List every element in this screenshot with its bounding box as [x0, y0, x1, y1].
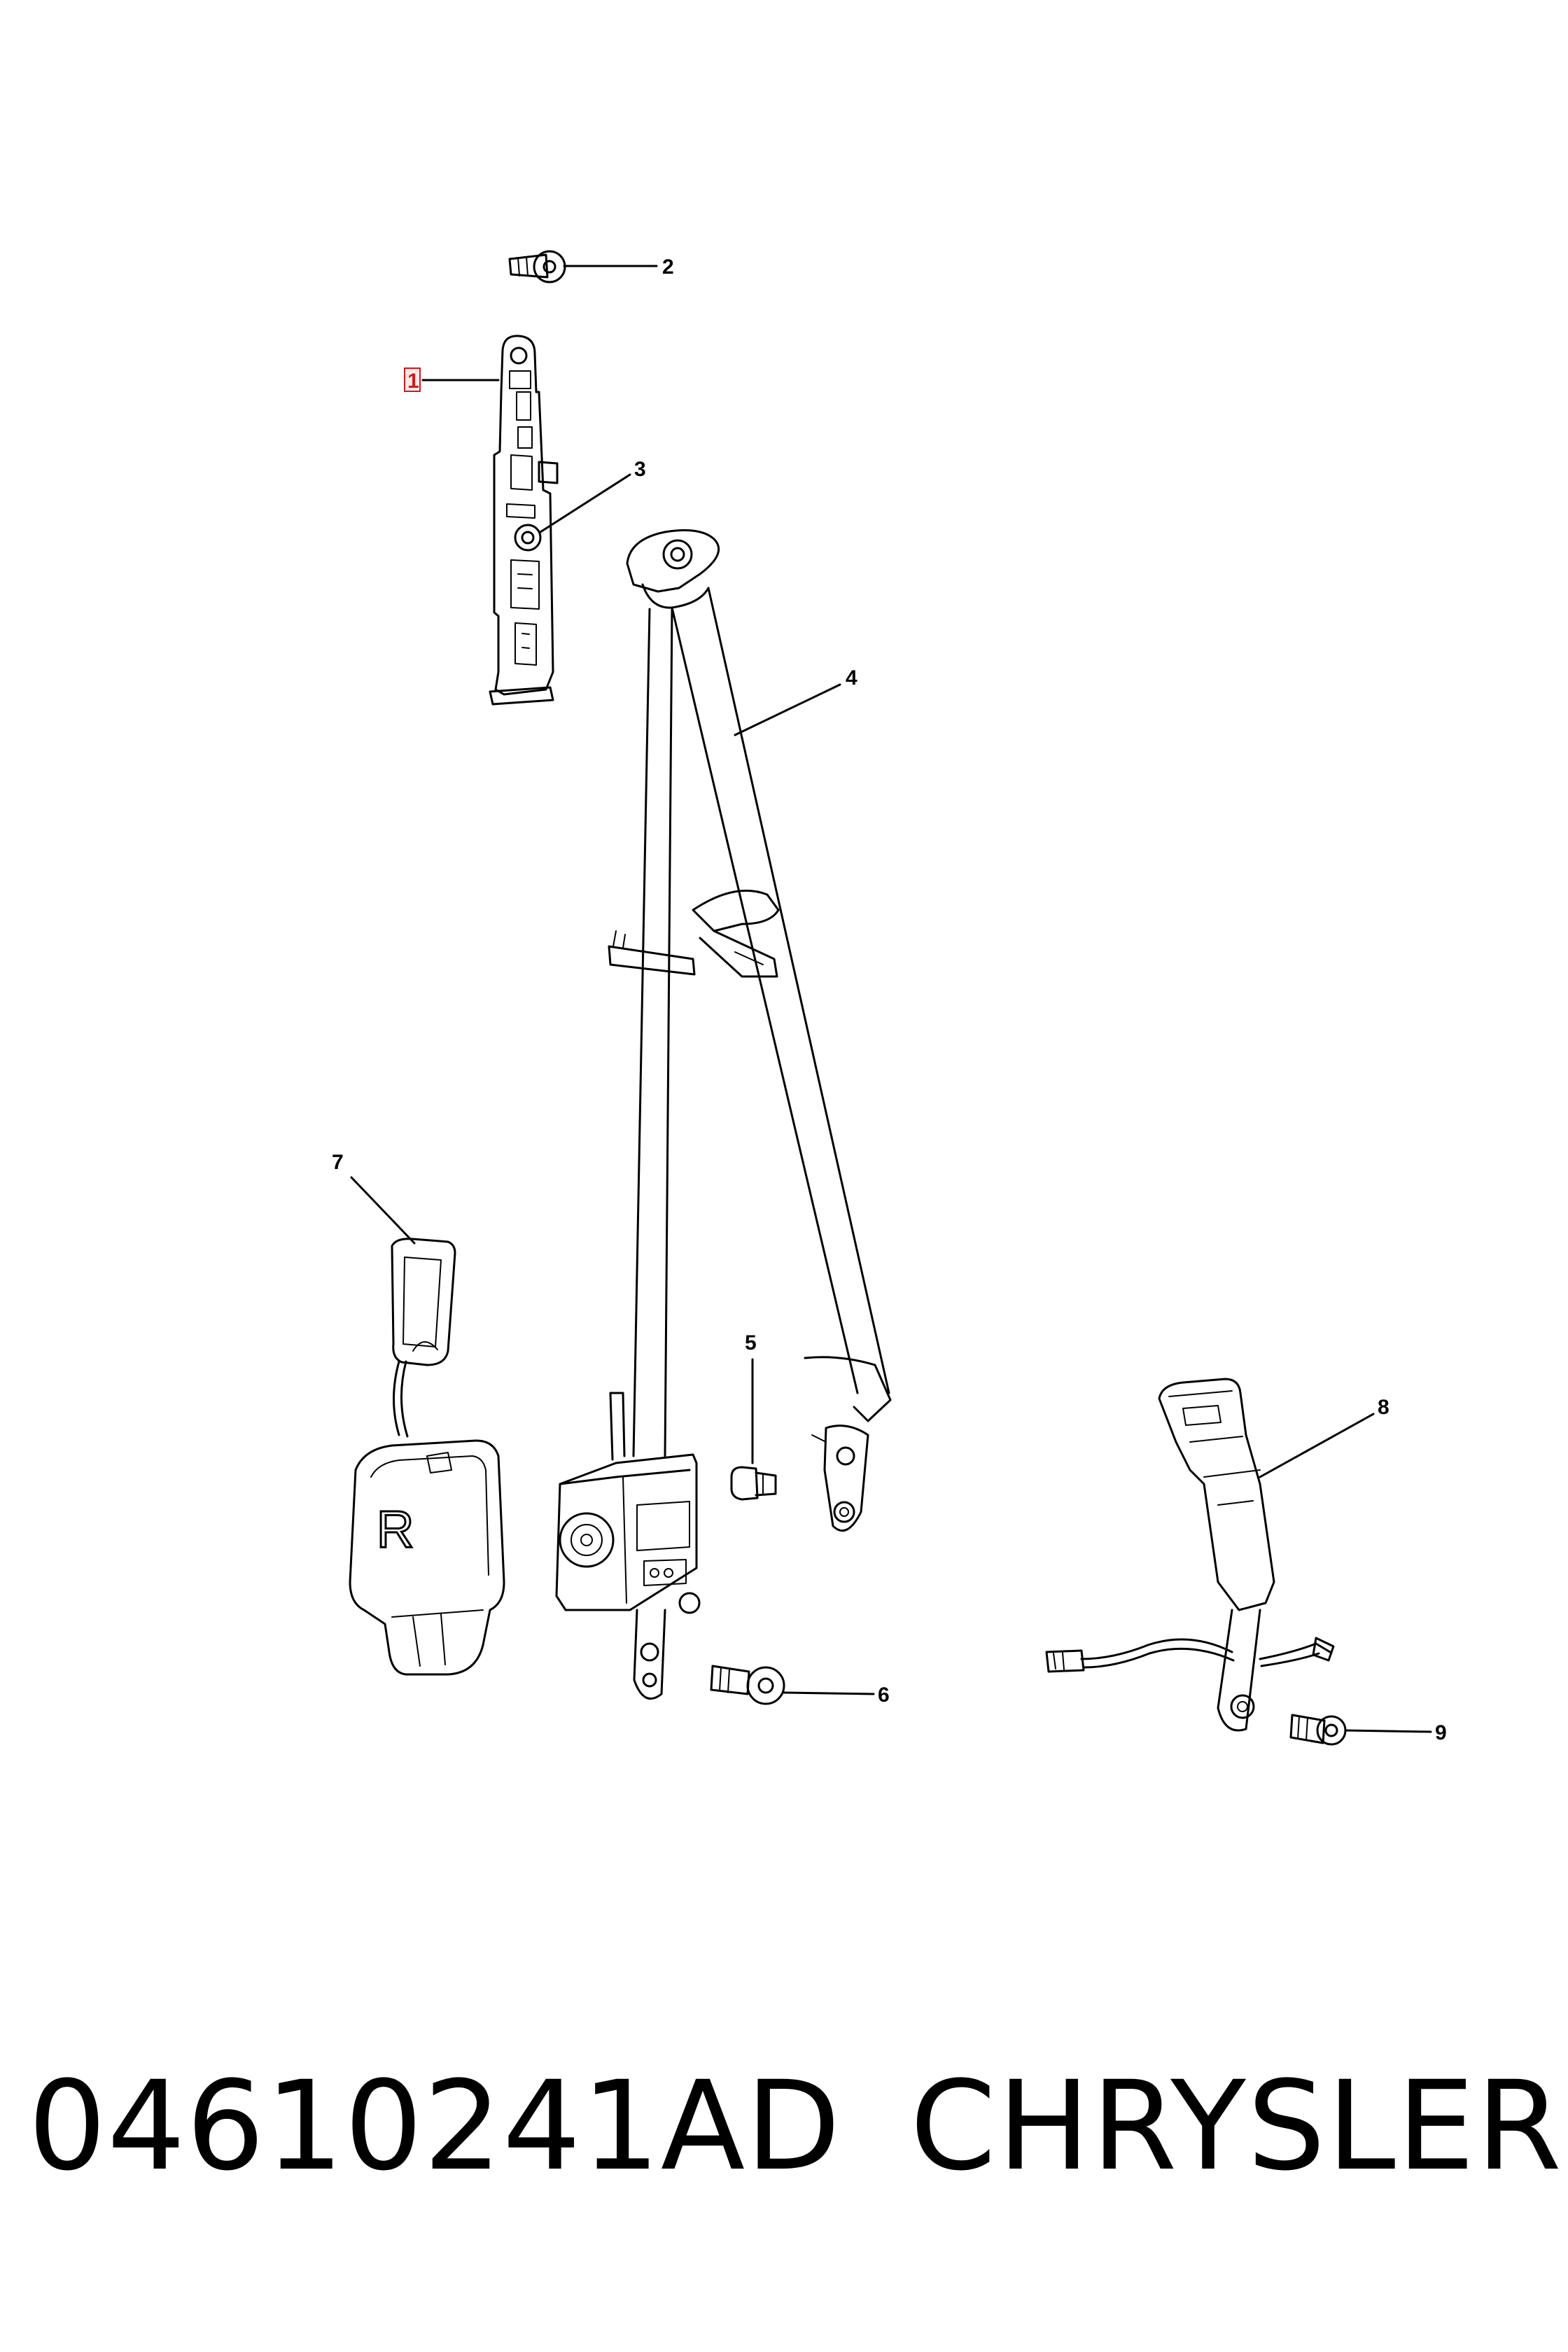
part-number-label: 04610241AD [28, 2054, 841, 2198]
callout-7: 7 [332, 1151, 344, 1174]
leader-line-9 [1344, 1729, 1432, 1733]
callout-4: 4 [846, 666, 858, 690]
part-9-bolt [1289, 1714, 1347, 1746]
part-4-seat-belt-webbing [608, 529, 892, 1532]
part-5-bolt [730, 1466, 777, 1501]
callout-3: 3 [634, 458, 646, 481]
retractor-mark: R [377, 1500, 414, 1558]
leader-line-4 [734, 683, 841, 736]
leader-line-7 [350, 1176, 416, 1245]
part-1-height-adjuster [489, 335, 559, 706]
leader-line-6 [783, 1691, 875, 1695]
leader-line-3 [539, 473, 631, 533]
part-8-buckle [1045, 1378, 1335, 1732]
callout-6: 6 [878, 1684, 890, 1707]
part-2-bolt [508, 250, 566, 284]
callout-9: 9 [1435, 1721, 1447, 1744]
retractor-assembly [555, 1392, 701, 1700]
part-6-bolt [710, 1665, 785, 1705]
part-7-retractor-cover: R [349, 1238, 505, 1676]
callout-1: 1 [407, 370, 419, 393]
leader-line-8 [1259, 1413, 1375, 1478]
callout-1-highlight-box [404, 368, 421, 392]
callout-5: 5 [745, 1331, 757, 1354]
brand-label: CHRYSLER [910, 2054, 1564, 2198]
callout-8: 8 [1378, 1396, 1390, 1419]
callout-2: 2 [662, 255, 674, 279]
